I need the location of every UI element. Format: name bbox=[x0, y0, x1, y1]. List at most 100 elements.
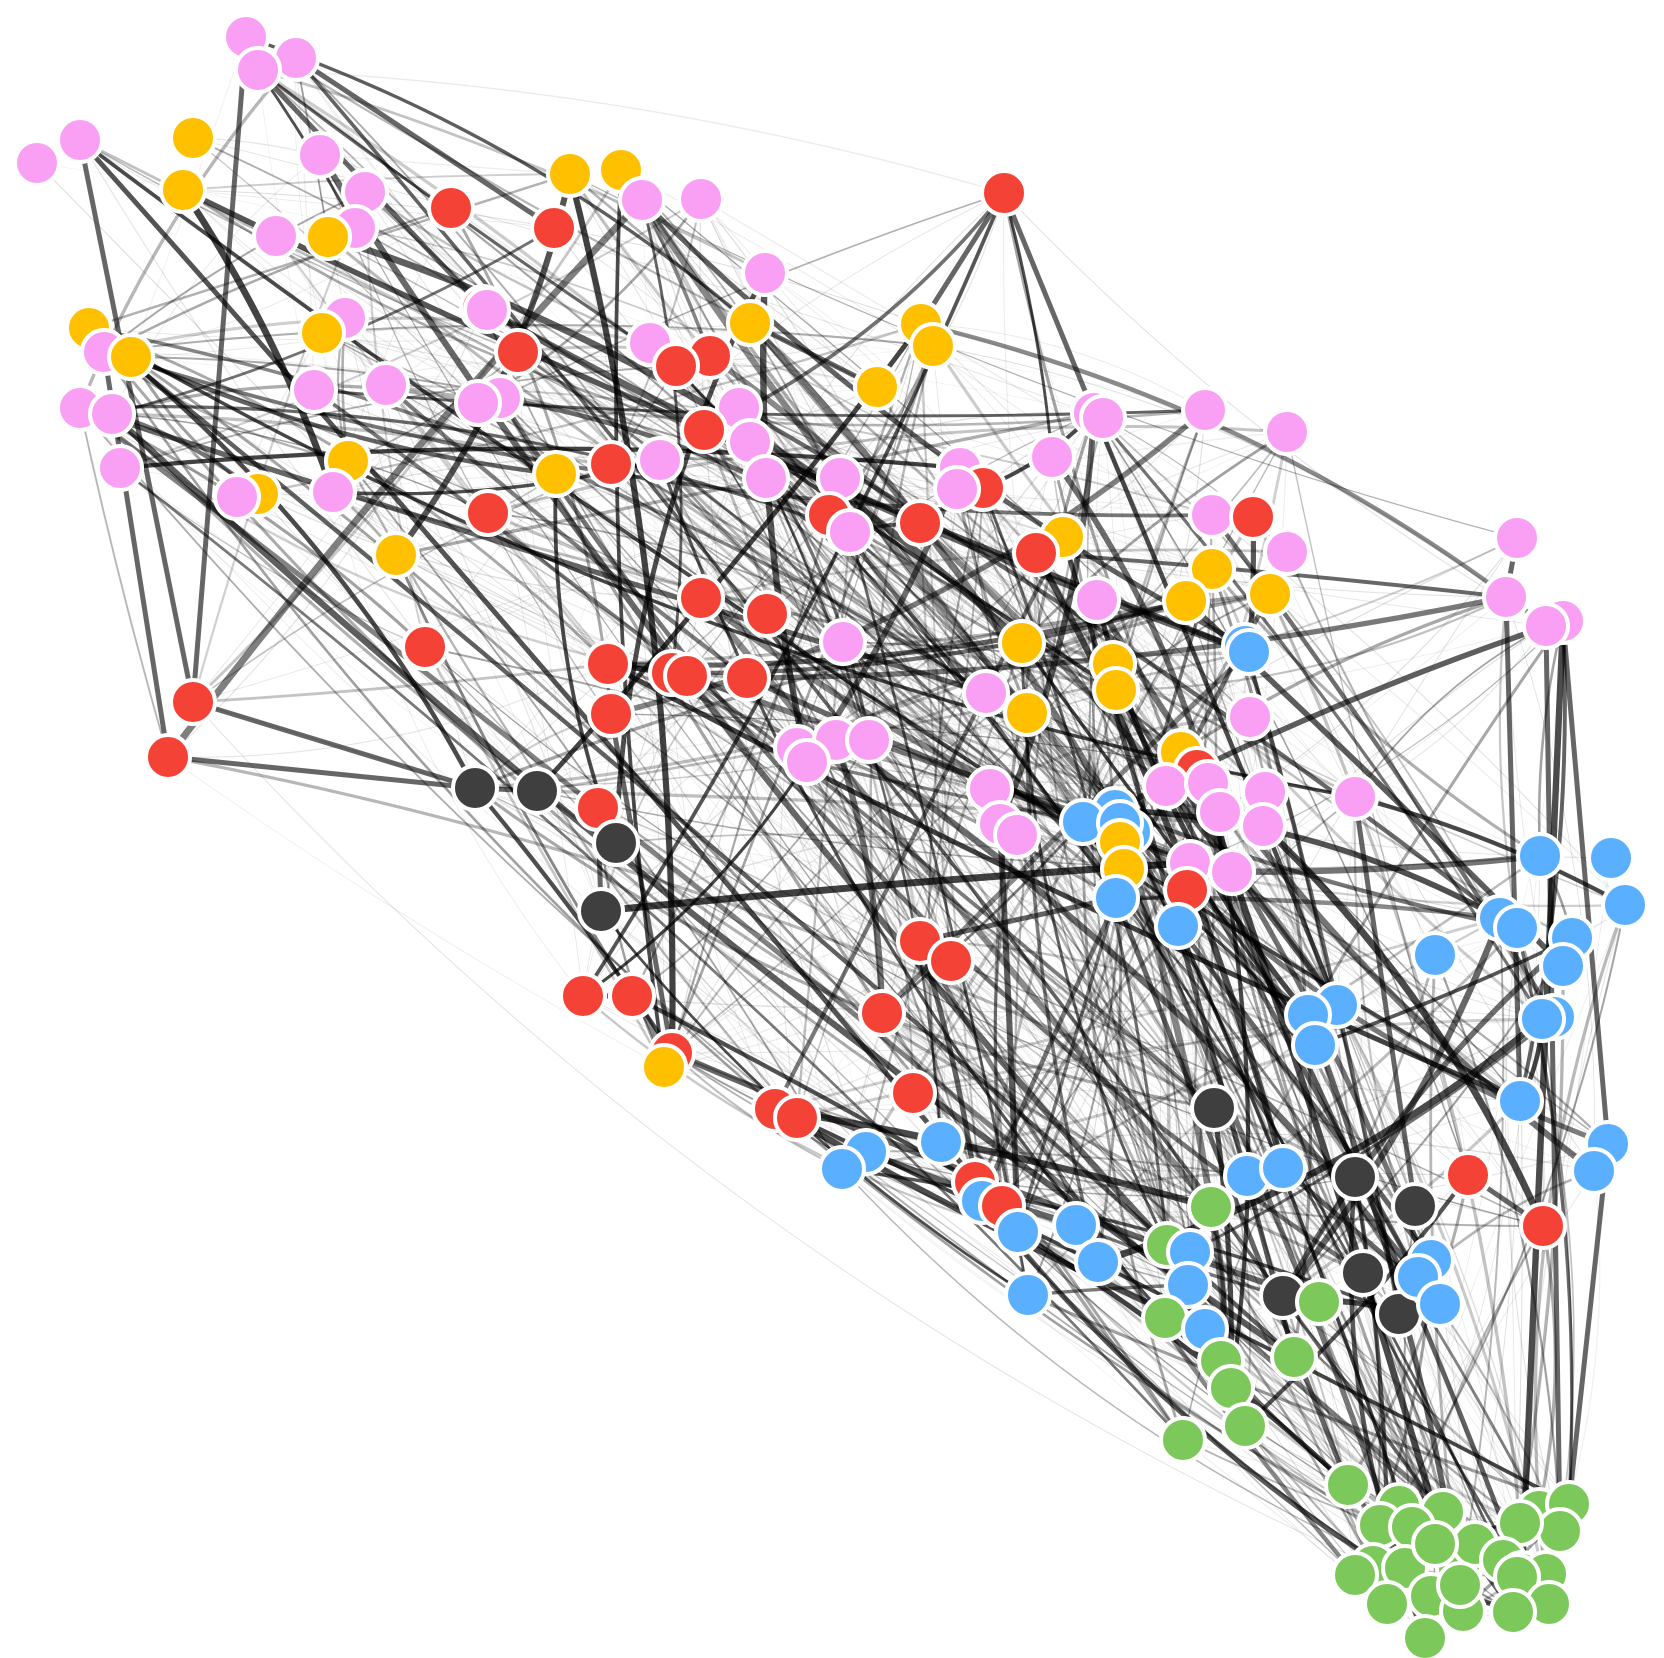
graph-node-green bbox=[1331, 1551, 1379, 1599]
graph-edge bbox=[841, 1168, 1400, 1507]
graph-edge bbox=[827, 513, 1317, 1047]
graph-edge bbox=[919, 522, 948, 1143]
graph-node-pink bbox=[1239, 802, 1287, 850]
graph-edge bbox=[765, 192, 1005, 479]
graph-edge bbox=[659, 459, 1419, 1278]
graph-edge bbox=[686, 675, 1099, 1263]
graph-edge bbox=[932, 345, 1507, 598]
graph-edge bbox=[670, 513, 831, 1055]
graph-node-yellow bbox=[1246, 570, 1294, 618]
graph-node-green bbox=[1536, 1507, 1584, 1555]
graph-edge bbox=[1182, 1439, 1400, 1507]
graph-node-pink bbox=[362, 361, 410, 409]
graph-edge bbox=[980, 854, 1542, 1203]
graph-node-pink bbox=[819, 618, 867, 666]
graph-edge bbox=[881, 1012, 1521, 1102]
graph-edge bbox=[535, 789, 1265, 828]
graph-edge bbox=[313, 389, 1264, 827]
graph-edge bbox=[748, 440, 1118, 692]
graph-node-blue bbox=[1164, 1261, 1212, 1309]
graph-edge bbox=[569, 173, 1518, 539]
graph-node-blue bbox=[1601, 881, 1649, 929]
graph-node-pink bbox=[234, 46, 282, 94]
graph-node-blue bbox=[1570, 1147, 1618, 1195]
graph-edge bbox=[707, 353, 1340, 1008]
graph-edge bbox=[940, 514, 1213, 1143]
graph-node-yellow bbox=[853, 363, 901, 411]
graph-node-pink bbox=[1482, 573, 1530, 621]
graph-node-pink bbox=[252, 212, 300, 260]
graph-node-pink bbox=[741, 249, 789, 297]
graph-node-blue bbox=[1539, 942, 1587, 990]
graph-node-red bbox=[1444, 1151, 1492, 1199]
graph-node-blue bbox=[994, 1208, 1042, 1256]
graph-node-yellow bbox=[640, 1043, 688, 1091]
graph-node-green bbox=[1411, 1520, 1459, 1568]
graph-edge bbox=[838, 476, 1132, 834]
graph-edge bbox=[1062, 536, 1541, 857]
graph-node-yellow bbox=[372, 531, 420, 579]
graph-node-dark bbox=[513, 767, 561, 815]
graph-edge bbox=[1033, 551, 1085, 824]
graph-edge bbox=[973, 430, 1289, 1184]
graph-edge bbox=[615, 431, 1288, 844]
graph-edge bbox=[385, 384, 602, 912]
graph-edge bbox=[103, 351, 1001, 825]
graph-node-dark bbox=[592, 819, 640, 867]
graph-edge bbox=[1306, 619, 1565, 1017]
graph-node-blue bbox=[1516, 832, 1564, 880]
graph-edge bbox=[659, 459, 1003, 1207]
graph-edge bbox=[675, 365, 1388, 1605]
graph-edge bbox=[319, 154, 571, 175]
graph-edge bbox=[766, 613, 1248, 1177]
graph-node-red bbox=[584, 640, 632, 688]
graph-edge bbox=[709, 355, 830, 516]
graph-edge bbox=[1034, 551, 1522, 1103]
graph-edge-strong bbox=[1352, 794, 1418, 1209]
graph-node-blue bbox=[1154, 902, 1202, 950]
graph-edge bbox=[1211, 514, 1436, 956]
graph-edge bbox=[796, 552, 1037, 1119]
graph-edge bbox=[102, 316, 712, 358]
graph-edge bbox=[749, 441, 1077, 1226]
graph-node-blue bbox=[1496, 1077, 1544, 1125]
graph-edge bbox=[610, 696, 1182, 753]
graph-edge bbox=[671, 1018, 1543, 1054]
graph-node-red bbox=[773, 1094, 821, 1142]
graph-node-yellow bbox=[298, 309, 346, 357]
graph-edge bbox=[796, 747, 1504, 1561]
graph-edge bbox=[108, 410, 1298, 1361]
graph-edge bbox=[1281, 953, 1437, 1298]
graph-edge bbox=[1230, 1387, 1400, 1507]
graph-edge bbox=[1279, 914, 1504, 1300]
graph-node-red bbox=[663, 652, 711, 700]
graph-node-dark bbox=[1331, 1153, 1379, 1201]
graph-edge bbox=[1206, 781, 1462, 1587]
graph-node-yellow bbox=[107, 333, 155, 381]
graph-edge bbox=[919, 522, 1191, 1253]
graph-node-green bbox=[1363, 1580, 1411, 1628]
graph-edge bbox=[806, 761, 1388, 1605]
graph-node-blue bbox=[1518, 995, 1566, 1043]
graph-edge bbox=[662, 344, 935, 1069]
graph-edge bbox=[996, 409, 1098, 828]
graph-edge bbox=[746, 677, 883, 1014]
graph-node-pink bbox=[845, 716, 893, 764]
graph-edge bbox=[79, 407, 169, 758]
graph-edge bbox=[795, 530, 852, 1120]
graph-edge bbox=[641, 199, 1131, 833]
graph-edge bbox=[631, 739, 870, 997]
graph-node-pink bbox=[826, 508, 874, 556]
graph-node-pink bbox=[993, 811, 1041, 859]
graph-edge bbox=[424, 646, 867, 1153]
graph-edge-strong bbox=[1543, 623, 1563, 1534]
graph-node-yellow bbox=[169, 114, 217, 162]
graph-node-red bbox=[559, 972, 607, 1020]
graph-edge bbox=[773, 916, 1502, 1111]
graph-edge bbox=[1537, 619, 1565, 858]
graph-node-blue bbox=[1052, 1201, 1100, 1249]
graph-edge bbox=[321, 326, 934, 347]
graph-edge bbox=[620, 169, 921, 942]
graph-edge bbox=[709, 355, 1251, 718]
graph-edge-strong bbox=[1566, 1141, 1611, 1507]
